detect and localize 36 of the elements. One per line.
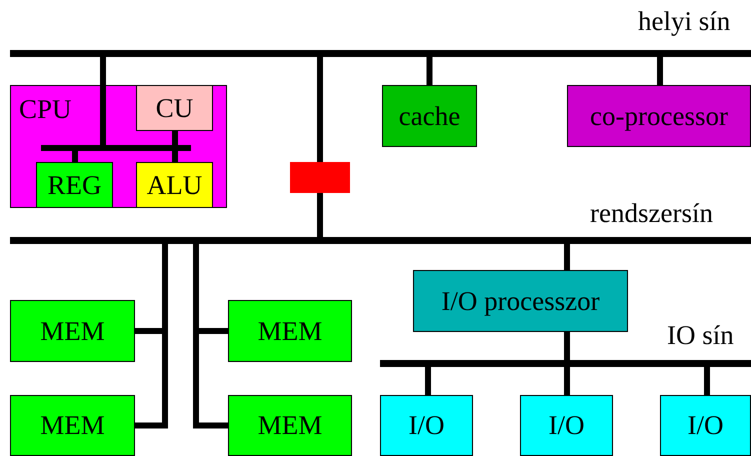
- bus-label: helyi sín: [638, 6, 730, 37]
- component-box: I/O processzor: [413, 270, 628, 332]
- processor-block: [10, 85, 227, 208]
- bus-line: [426, 57, 432, 85]
- bus-line: [172, 131, 178, 145]
- component-box: REG: [36, 162, 113, 208]
- bus-line: [172, 151, 178, 162]
- component-box: MEM: [228, 395, 352, 456]
- bus-line: [564, 244, 570, 270]
- component-box: MEM: [228, 300, 352, 362]
- component-box: MEM: [10, 395, 135, 456]
- bridge-block: [290, 162, 350, 193]
- bus-label: rendszersín: [590, 198, 713, 229]
- component-box: I/O: [660, 395, 751, 456]
- bus-bar: [10, 50, 751, 57]
- component-box: cache: [382, 85, 477, 147]
- internal-bus-bar: [41, 145, 191, 151]
- bus-line: [564, 367, 570, 395]
- component-box: MEM: [10, 300, 135, 362]
- bus-line: [564, 332, 570, 360]
- component-box: I/O: [380, 395, 473, 456]
- bus-line: [657, 57, 663, 85]
- component-box: I/O: [520, 395, 613, 456]
- bus-bar: [380, 360, 751, 367]
- block-label: CPU: [19, 94, 72, 125]
- component-box: ALU: [136, 162, 213, 208]
- bus-line: [72, 151, 78, 162]
- bus-line: [317, 57, 323, 162]
- bus-bar: [10, 237, 751, 244]
- bus-label: IO sín: [667, 320, 734, 351]
- bus-line: [704, 367, 710, 395]
- bus-line: [425, 367, 431, 395]
- component-box: CU: [136, 85, 213, 131]
- component-box: co-processor: [567, 85, 751, 147]
- bus-line: [317, 193, 323, 237]
- bus-line: [100, 57, 106, 145]
